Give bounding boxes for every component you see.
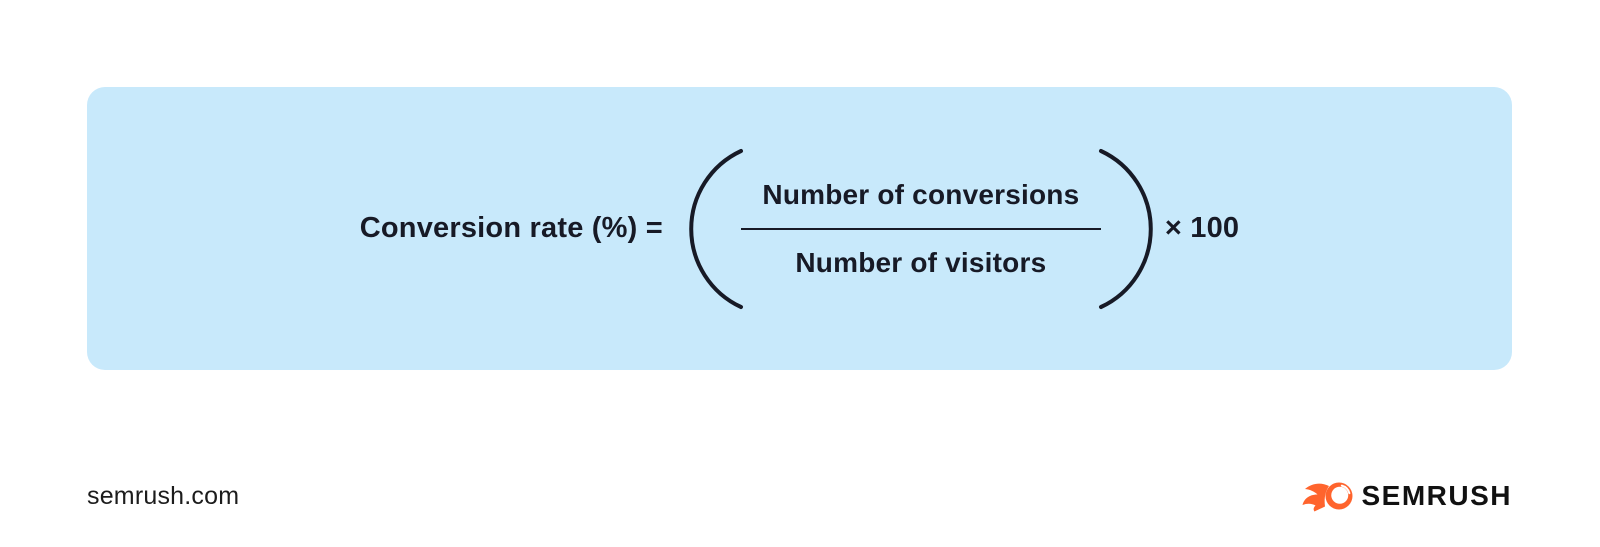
formula-card: Conversion rate (%) = Number of conversi…	[87, 87, 1512, 370]
conversion-rate-formula: Conversion rate (%) = Number of conversi…	[360, 145, 1240, 313]
fraction-bar	[740, 227, 1101, 230]
right-parenthesis-icon	[1098, 148, 1153, 309]
left-parenthesis-icon	[689, 148, 743, 309]
site-url: semrush.com	[87, 481, 240, 510]
footer: semrush.com SEMRUSH	[87, 474, 1512, 518]
fraction-numerator: Number of conversions	[762, 178, 1080, 210]
semrush-wordmark: SEMRUSH	[1361, 480, 1512, 511]
formula-multiplier: × 100	[1164, 212, 1240, 244]
formula-lhs: Conversion rate (%) =	[359, 212, 663, 244]
semrush-flame-icon	[1302, 482, 1353, 512]
fraction: Number of conversions Number of visitors	[740, 178, 1101, 280]
fraction-denominator: Number of visitors	[795, 246, 1047, 278]
semrush-logo: SEMRUSH	[1301, 479, 1512, 513]
